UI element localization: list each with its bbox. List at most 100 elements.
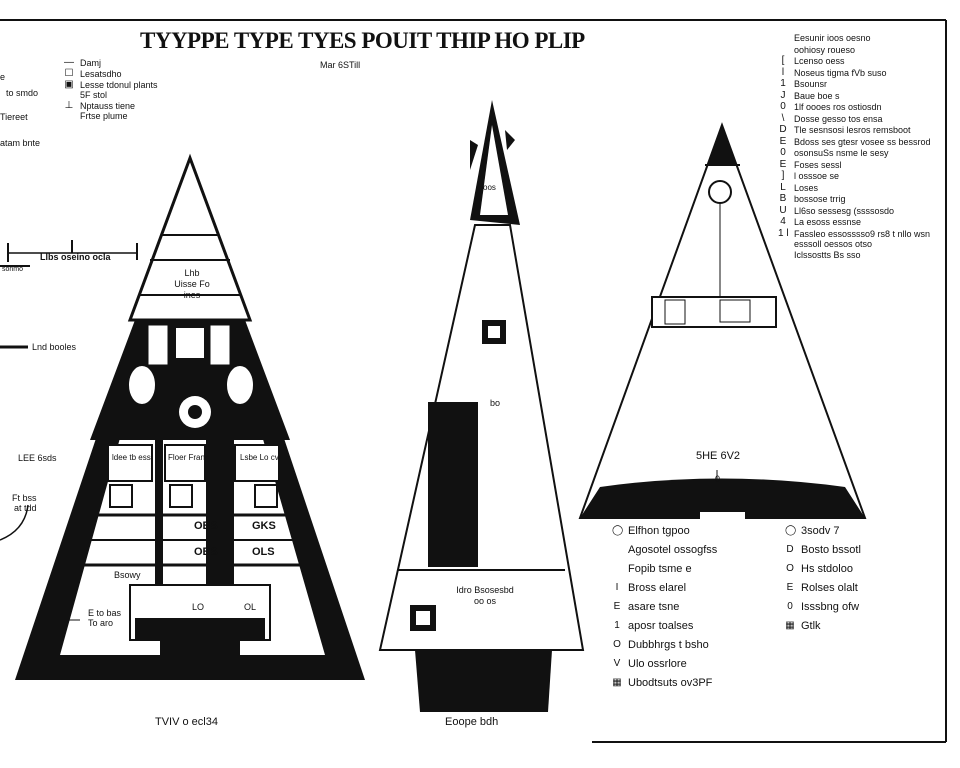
filled-square-icon: ▣ — [64, 79, 74, 90]
cell-label: OL — [244, 602, 257, 612]
legend-label: Bross elarel — [628, 582, 687, 594]
cell-label: Bsowy — [114, 570, 141, 580]
cell-label: OLS — [252, 546, 275, 558]
marker-icon: \ — [781, 112, 785, 124]
legend-item: J Baue boe s — [778, 89, 948, 101]
legend-item: [Lcenso oess — [778, 55, 948, 67]
marker-icon: l — [781, 66, 785, 78]
legend-label: l osssoe se — [794, 171, 840, 181]
center-sublabel: 0 — [715, 474, 721, 484]
legend-label: Fopib tsme e — [628, 563, 692, 575]
legend-label: La esoss essnse — [794, 217, 862, 227]
legend-item: Fopib tsme e — [612, 563, 717, 575]
side-label: LEE 6sds — [18, 453, 57, 463]
base-label: Idro Bsosesbd oo os — [456, 585, 514, 606]
edge-label: to smdo — [6, 88, 39, 98]
legend-label: Ll6so sessesg (ssssosdo — [794, 205, 895, 216]
edge-label: atam bnte — [0, 138, 41, 148]
legend-label: Bosto bssotl — [801, 544, 861, 556]
legend-item: l Noseus tigma fVb suso — [778, 66, 948, 78]
side-label: Ft bss — [12, 493, 37, 503]
legend-item: L Loses — [778, 181, 948, 193]
legend-item: Eesunir ioos oesno — [778, 33, 948, 43]
side-label: Lnd booles — [32, 342, 77, 352]
middle-rocket-diagram — [378, 100, 585, 712]
scale-bar — [0, 240, 138, 267]
legend-item: O Hs stdoloo — [785, 563, 861, 575]
marker-icon: D — [779, 124, 787, 135]
marker-icon: U — [779, 204, 787, 216]
marker-icon: 1 l — [778, 227, 789, 239]
legend-label: Isssbng ofw — [801, 601, 860, 613]
leader-curve — [0, 504, 29, 541]
legend-item: ◯3sodv 7 — [785, 525, 861, 537]
edge-label: e — [0, 72, 6, 82]
marker-icon: D — [786, 544, 794, 555]
legend-label: Agosotel ossogfss — [628, 544, 718, 556]
marker-icon: I — [615, 582, 619, 593]
legend-item: I Bross elarel — [612, 582, 717, 594]
legend-label: Loses — [794, 182, 819, 193]
marker-icon: [ — [781, 55, 785, 66]
legend-label: Gtlk — [801, 620, 821, 632]
left-diagram-caption: TVIV o ecl34 — [155, 716, 218, 728]
marker-icon: ] — [781, 170, 785, 181]
circle-icon: ◯ — [785, 525, 797, 536]
legend-label: Lesse tdonul plants 5F stol — [80, 80, 158, 100]
legend-label: Ulo ossrlore — [628, 658, 687, 670]
dash-icon: — — [64, 57, 74, 68]
legend-item: 0 Isssbng ofw — [785, 601, 861, 613]
marker-icon: 4 — [780, 216, 786, 227]
legend-label: Baue boe s — [794, 90, 840, 101]
marker-icon: 0 — [787, 601, 793, 612]
legend-label: asare tsne — [628, 601, 680, 613]
left-legend: — Damj ☐Lesatsdho ▣ Lesse tdonul plants 5F… — [64, 58, 160, 122]
legend-item: ☐Lesatsdho — [64, 69, 160, 80]
legend-item: 1 l Fassleo essosssso9 rs8 t nllo wsn ess… — [778, 227, 948, 249]
legend-label: Bsounsr — [794, 79, 828, 89]
legend-item: 1 Bsounsr — [778, 78, 948, 90]
marker-icon: E — [786, 582, 794, 593]
tip-label: oos — [483, 183, 496, 192]
marker-icon: J — [780, 89, 786, 101]
legend-item: ] l osssoe se — [778, 170, 948, 182]
legend-item: Iclssostts Bs sso — [778, 250, 948, 260]
center-label: 5HE 6V2 — [696, 450, 741, 462]
legend-label: Hs stdoloo — [801, 563, 853, 575]
legend-label: Elfhon tgpoo — [628, 525, 690, 537]
legend-item: ⊥Nptauss tiene Frtse plume — [64, 101, 160, 122]
scale-bar-sublabel: sonmo — [2, 266, 24, 273]
marker-icon: O — [786, 563, 794, 574]
legend-item: — Damj — [64, 57, 160, 69]
marker-icon: 1 — [780, 78, 786, 89]
legend-item: ▣ Lesse tdonul plants 5F stol — [64, 79, 160, 101]
apex-label: Lhb Uisse Fo ines — [174, 268, 210, 300]
cell-label: Floer Frans — [168, 453, 209, 462]
cell-label: LO — [192, 602, 205, 612]
marker-icon: 1 — [614, 620, 620, 631]
marker-icon: L — [780, 181, 786, 193]
grid-icon: ▦ — [612, 677, 622, 688]
legend-label: Noseus tigma fVb suso — [794, 67, 887, 78]
circle-icon: ◯ — [612, 525, 624, 536]
cell-label: To aro — [88, 618, 114, 628]
scale-bar-label: Llbs oseino ocla — [40, 252, 111, 262]
legend-item: \Dosse gesso tos ensa — [778, 112, 948, 124]
legend-item: D Bosto bssotl — [785, 544, 861, 556]
mid-label: bo — [490, 398, 501, 408]
cell-label: E to bas — [88, 608, 122, 618]
legend-label: Fassleo essosssso9 rs8 t nllo wsn esssol… — [794, 228, 931, 249]
marker-icon: O — [613, 639, 621, 650]
legend-label: Dubbhrgs t bsho — [628, 639, 709, 651]
legend-item: 4 La esoss essnse — [778, 216, 948, 228]
legend-label: Damj — [80, 58, 102, 68]
legend-label: Lesatsdho — [80, 69, 122, 79]
